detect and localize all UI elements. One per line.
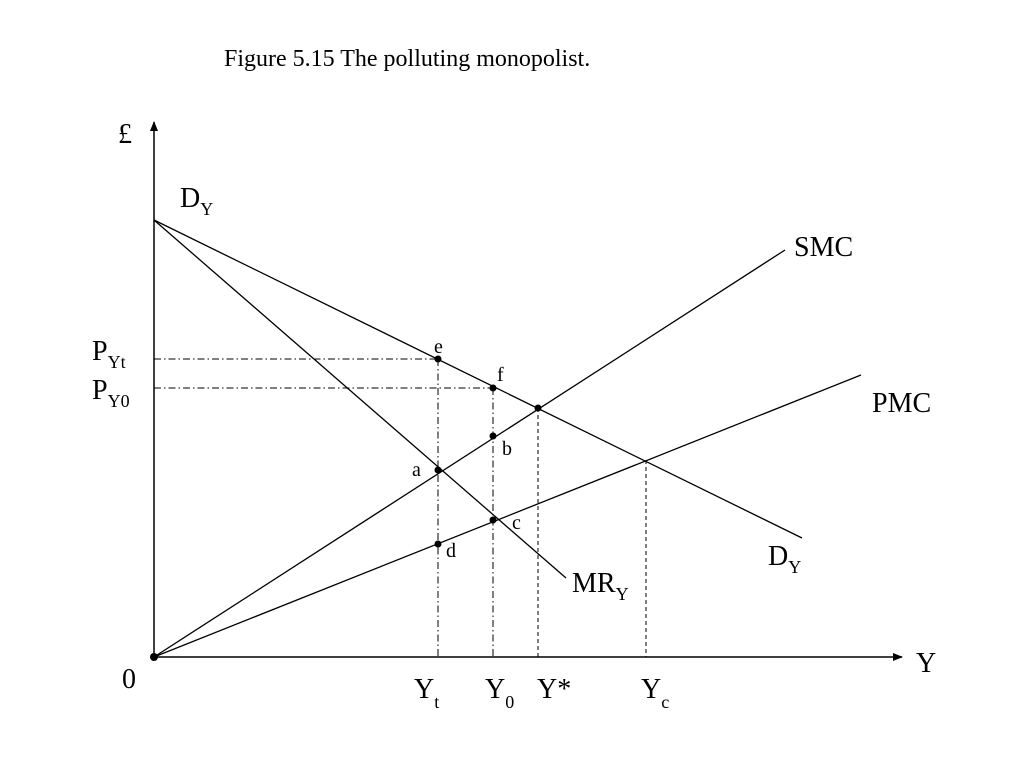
quantity-yt-label: Yt [414,674,439,712]
point-d-label: d [446,540,456,562]
marginal-revenue-label: MRY [572,568,629,604]
demand-label-bottom: DY [768,541,801,577]
point-a-label: a [412,459,421,481]
point-social-optimum [534,404,542,412]
point-c [489,516,497,524]
price-y0-label: PY0 [92,375,130,411]
price-yt-label: PYt [92,336,126,372]
quantity-y0-label: Y0 [485,674,514,712]
quantity-yc-label: Yc [641,674,669,712]
demand-label-top: DY [180,183,213,219]
origin-label: 0 [122,664,136,695]
point-f [489,384,497,392]
pmc-label: PMC [872,388,931,419]
point-d [434,540,442,548]
x-axis-label: Y [916,648,936,679]
demand-curve [153,219,803,539]
social-marginal-cost-curve [153,249,786,658]
origin-point [150,653,158,661]
quantity-ystar-label: Y* [537,674,571,705]
marginal-revenue-curve [153,219,567,579]
smc-label: SMC [794,232,853,263]
y-axis-label: £ [118,119,132,150]
point-e-label: e [434,336,443,358]
figure-caption: Figure 5.15 The polluting monopolist. [224,46,590,72]
private-marginal-cost-curve [153,374,862,658]
point-a [434,466,442,474]
point-b [489,432,497,440]
point-f-label: f [497,364,504,386]
point-c-label: c [512,512,521,534]
point-b-label: b [502,438,512,460]
point-e [434,355,442,363]
